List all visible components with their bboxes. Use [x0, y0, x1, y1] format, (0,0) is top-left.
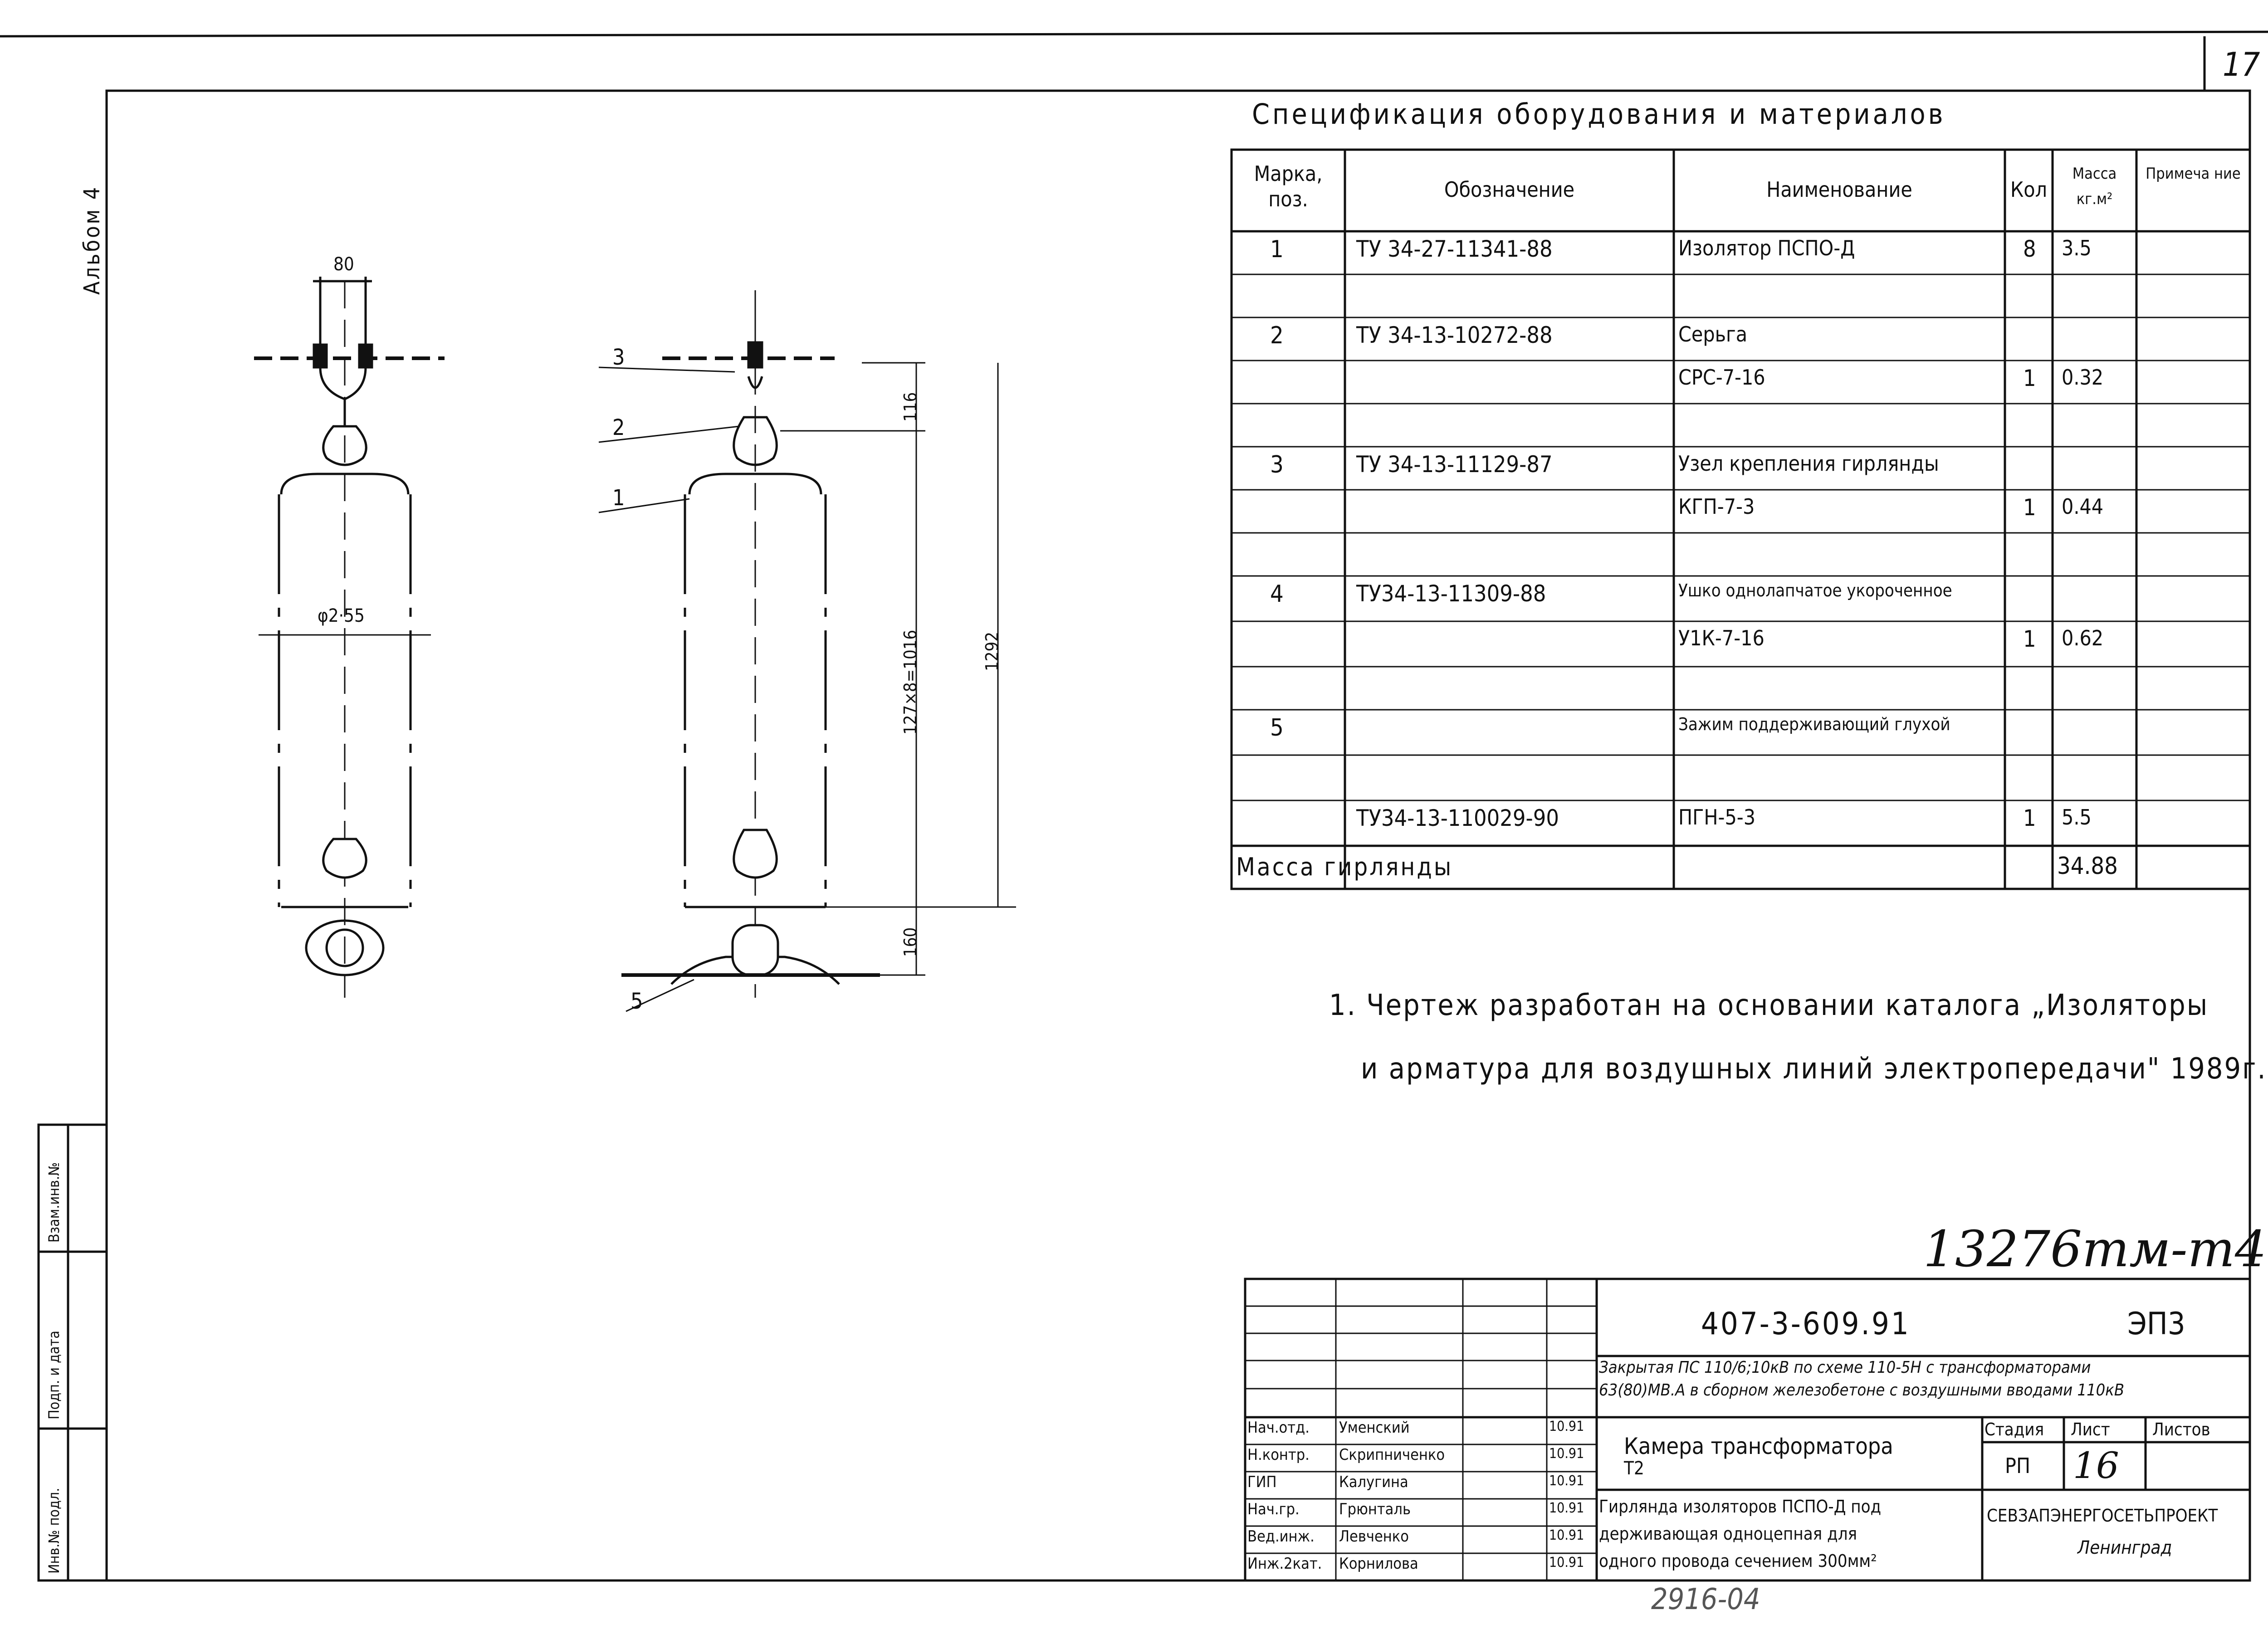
doc-code: 407-3-609.91	[1701, 1306, 1911, 1342]
spec-row-qty: 1	[2023, 494, 2036, 521]
spec-row-mass: 5.5	[2062, 805, 2092, 829]
stage-value: РП	[2005, 1454, 2031, 1478]
sheet-title-2: держивающая одноцепная для	[1599, 1524, 1857, 1544]
spec-row-designation: ТУ 34-13-10272-88	[1356, 322, 1553, 348]
signer-name: Калугина	[1339, 1473, 1408, 1491]
dim-total: 1292	[982, 632, 1002, 671]
spec-row-qty: 1	[2023, 805, 2036, 831]
signer-date: 10.91	[1549, 1419, 1584, 1434]
spec-row-designation: ТУ34-13-110029-90	[1356, 805, 1559, 831]
spec-row-name: У1К-7-16	[1678, 626, 1765, 650]
signer-role: Нач.отд.	[1247, 1419, 1310, 1437]
sheet-title-1: Гирлянда изоляторов ПСПО-Д под	[1599, 1497, 1882, 1517]
sheets-label: Листов	[2152, 1419, 2210, 1439]
spec-row-mark: 1	[1270, 236, 1284, 263]
spec-row-name: Ушко однолапчатое укороченное	[1678, 580, 1952, 600]
insulator-string-side-view	[598, 290, 1016, 1012]
signer-name: Левченко	[1339, 1527, 1409, 1546]
spec-row-mark: 3	[1270, 451, 1284, 478]
sheet-label: Лист	[2071, 1419, 2110, 1439]
header-name: Наименование	[1766, 177, 1912, 202]
signer-role: Нач.гр.	[1247, 1500, 1300, 1518]
spec-row-designation: ТУ 34-13-11129-87	[1356, 451, 1553, 478]
dim-diameter: φ2·55	[318, 605, 365, 626]
spec-row-name: Серьга	[1678, 322, 1748, 346]
dim-top: 80	[333, 254, 354, 275]
album-label: Альбом 4	[79, 185, 105, 295]
page-number: 17	[2223, 45, 2260, 83]
spec-row-qty: 8	[2023, 236, 2036, 262]
signer-name: Уменский	[1339, 1419, 1410, 1437]
signer-date: 10.91	[1549, 1473, 1584, 1489]
signer-date: 10.91	[1549, 1500, 1584, 1516]
spec-row-qty: 1	[2023, 365, 2036, 391]
bottom-code: 2916-04	[1651, 1583, 1760, 1616]
stage-label: Стадия	[1984, 1419, 2044, 1439]
callout-3: 3	[612, 345, 625, 370]
spec-row-name: СРС-7-16	[1678, 365, 1765, 390]
header-mark: Марка, поз.	[1254, 161, 1323, 211]
archive-number: 13276тм-т4	[1923, 1220, 2267, 1278]
note-line-1: 1. Чертеж разработан на основании катало…	[1329, 989, 2209, 1022]
signer-role: ГИП	[1247, 1473, 1277, 1491]
side-field-sign: Подп. и дата	[45, 1330, 63, 1419]
header-designation: Обозначение	[1444, 177, 1575, 202]
object-line-1: Камера трансформатора	[1624, 1433, 1893, 1459]
spec-row-designation: ТУ34-13-11309-88	[1356, 580, 1546, 607]
header-mass: Масса кг.м²	[2072, 165, 2117, 208]
signer-name: Скрипниченко	[1339, 1446, 1445, 1464]
dim-160: 160	[900, 927, 920, 957]
side-field-inv: Инв.№ подл.	[45, 1488, 63, 1574]
header-qty: Кол	[2010, 177, 2048, 202]
spec-row-name: КГП-7-3	[1678, 494, 1755, 519]
signer-name: Корнилова	[1339, 1555, 1418, 1573]
spec-row-designation: ТУ 34-27-11341-88	[1356, 236, 1553, 262]
signer-role: Инж.2кат.	[1247, 1555, 1322, 1573]
callout-1: 1	[612, 485, 625, 511]
spec-row-name: Зажим поддерживающий глухой	[1678, 714, 1950, 734]
total-mass: 34.88	[2057, 853, 2118, 880]
signer-name: Грюнталь	[1339, 1500, 1411, 1518]
dim-insulators: 127×8=1016	[900, 629, 920, 735]
sheet-value: 16	[2073, 1444, 2119, 1487]
insulator-string-front-view	[254, 277, 445, 998]
spec-row-mark: 4	[1270, 580, 1284, 608]
object-line-2: Т2	[1624, 1458, 1644, 1479]
callout-2: 2	[612, 415, 625, 440]
note-line-2: и арматура для воздушных линий электропе…	[1361, 1052, 2267, 1086]
org-line-1: СЕВЗАПЭНЕРГОСЕТЬПРОЕКТ	[1987, 1506, 2218, 1526]
spec-row-mark: 2	[1270, 322, 1284, 349]
signer-date: 10.91	[1549, 1555, 1584, 1571]
signer-date: 10.91	[1549, 1446, 1584, 1462]
org-line-2: Ленинград	[2077, 1537, 2172, 1558]
total-label: Масса гирлянды	[1236, 853, 1453, 881]
spec-row-mass: 3.5	[2062, 236, 2092, 260]
spec-title: Спецификация оборудования и материалов	[1252, 98, 1946, 131]
spec-row-name: Узел крепления гирлянды	[1678, 451, 1939, 476]
spec-row-name: Изолятор ПСПО-Д	[1678, 236, 1855, 260]
sheet-title-3: одного провода сечением 300мм²	[1599, 1551, 1877, 1571]
signer-role: Вед.инж.	[1247, 1527, 1315, 1546]
side-field-replace: Взам.инв.№	[45, 1162, 63, 1243]
project-line-2: 63(80)МВ.А в сборном железобетоне с возд…	[1599, 1381, 2125, 1400]
header-note: Примеча ние	[2146, 165, 2241, 183]
spec-row-mass: 0.62	[2062, 626, 2104, 650]
dim-116: 116	[900, 392, 920, 422]
spec-row-mass: 0.32	[2062, 365, 2104, 390]
spec-row-qty: 1	[2023, 626, 2036, 652]
spec-row-mark: 5	[1270, 714, 1284, 741]
signer-role: Н.контр.	[1247, 1446, 1310, 1464]
project-line-1: Закрытая ПС 110/6;10кВ по схеме 110-5Н с…	[1599, 1358, 2091, 1377]
spec-row-mass: 0.44	[2062, 494, 2104, 519]
doc-section: ЭП3	[2127, 1306, 2185, 1342]
signer-date: 10.91	[1549, 1527, 1584, 1543]
spec-row-name: ПГН-5-3	[1678, 805, 1756, 829]
callout-5: 5	[631, 989, 643, 1014]
